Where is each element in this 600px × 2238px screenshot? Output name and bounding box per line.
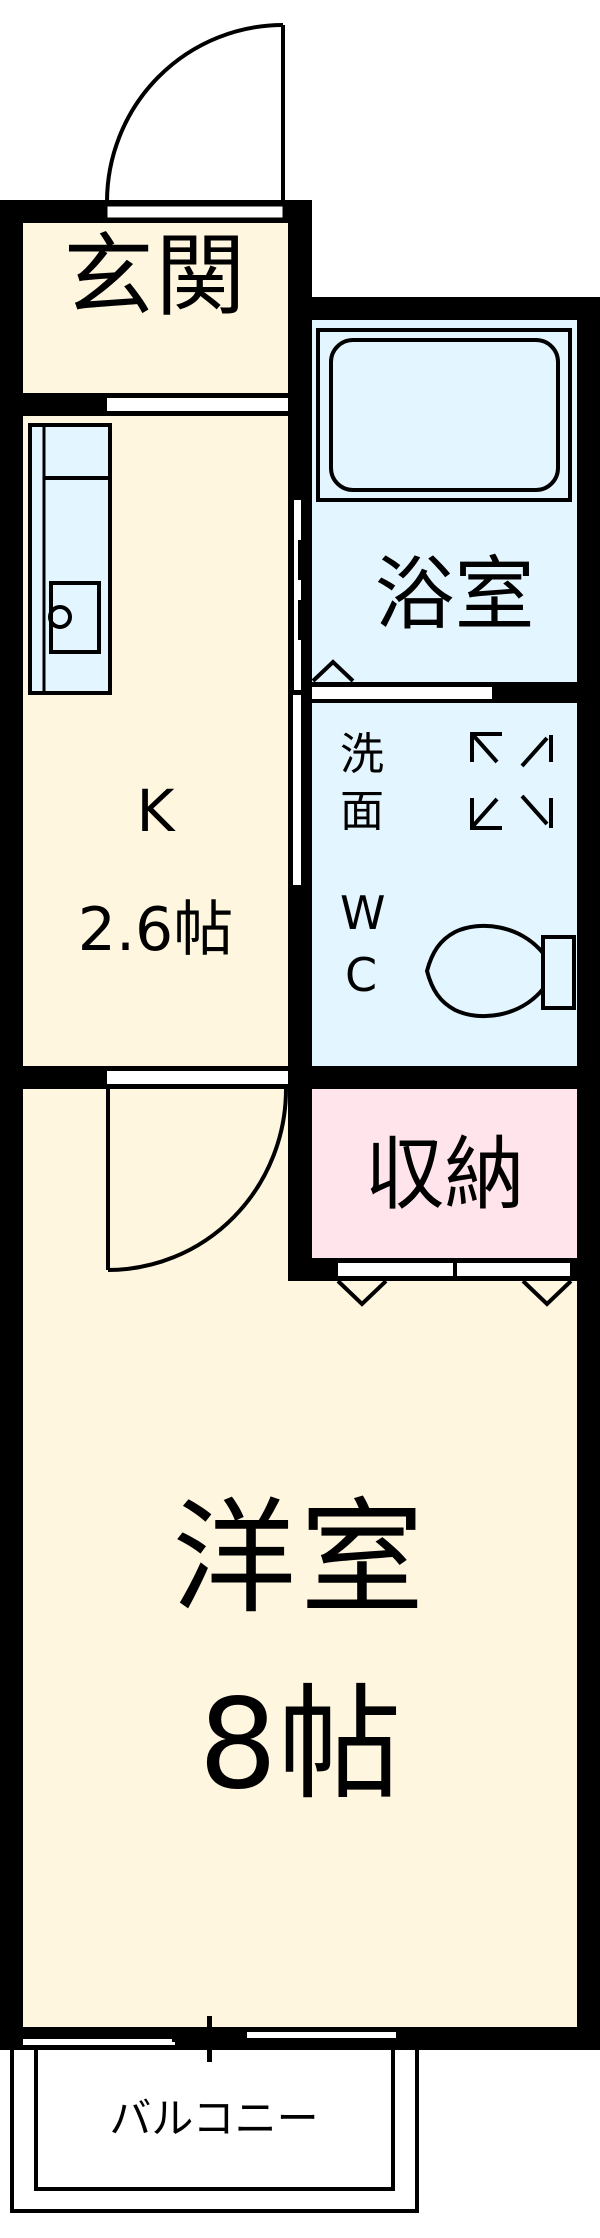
kitchen-label: K — [136, 777, 175, 845]
wc-label-1: W — [340, 886, 386, 940]
washing-machine-space-icon — [470, 732, 553, 830]
western-room-size: 8帖 — [198, 1673, 402, 1817]
kitchen-size: 2.6帖 — [77, 895, 234, 965]
storage-floor — [312, 1089, 577, 1258]
balcony-label: バルコニー — [109, 2094, 319, 2143]
washroom-wc-floor — [312, 703, 577, 1066]
kitchen-counter-icon — [28, 423, 112, 695]
sink-icon — [48, 581, 101, 654]
bathroom-door-icon[interactable] — [311, 659, 492, 699]
bathtub-icon — [316, 328, 572, 502]
toilet-icon — [424, 923, 576, 1019]
western-room-floor — [23, 1089, 577, 2027]
entrance-kitchen-opening — [107, 398, 288, 411]
washroom-label-1: 洗 — [340, 729, 384, 780]
entrance-door-swing-icon[interactable] — [105, 23, 285, 219]
wc-label-2: C — [345, 948, 378, 1002]
entrance-floor — [23, 223, 288, 393]
washroom-label-2: 面 — [340, 786, 384, 837]
bathroom-label: 浴室 — [374, 548, 535, 641]
western-room-label: 洋室 — [171, 1487, 428, 1631]
storage-label: 収納 — [364, 1128, 525, 1221]
folding-door-icon[interactable] — [336, 1263, 573, 1307]
balcony-outline — [10, 2050, 419, 2213]
sliding-door-icon[interactable] — [293, 500, 303, 885]
window-sash-icon[interactable] — [23, 2016, 396, 2062]
room-door-swing-icon[interactable] — [106, 1071, 288, 1272]
entrance-label: 玄関 — [63, 224, 248, 329]
